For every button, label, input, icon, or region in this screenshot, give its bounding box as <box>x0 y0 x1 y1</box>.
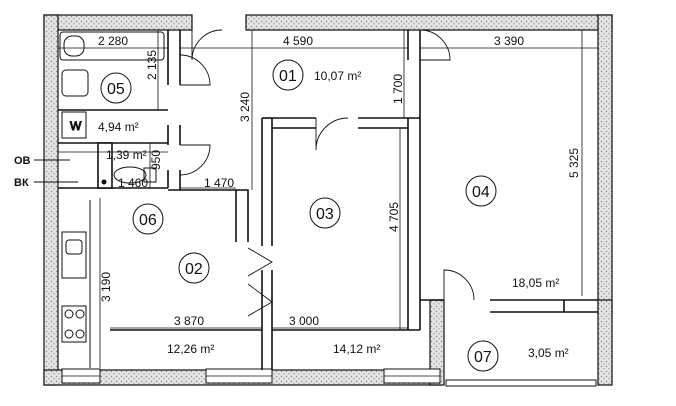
room-markers <box>100 59 499 372</box>
room-06-area: 1,39 m² <box>106 148 147 162</box>
dim-room03-vert: 4 705 <box>387 202 401 232</box>
dim-bath-top: 2 280 <box>98 34 128 48</box>
label-vk: ВК <box>14 177 29 189</box>
dim-room03-width: 3 000 <box>289 314 319 328</box>
room-05-marker <box>100 72 132 104</box>
room-05-area: 4,94 m² <box>98 120 139 134</box>
exterior-walls <box>43 14 613 386</box>
wall-top-left <box>43 14 193 31</box>
room-01-marker <box>272 59 304 91</box>
room-03-number: 03 <box>316 206 334 223</box>
dimension-lines <box>58 30 598 368</box>
side-labels: ОВ ВК <box>14 155 78 189</box>
stove <box>61 305 87 343</box>
doors <box>179 29 475 317</box>
interior-walls <box>58 30 598 370</box>
room-06-number: 06 <box>139 212 157 229</box>
kitchen-sink <box>61 231 87 279</box>
room-02-area: 12,26 m² <box>167 342 214 356</box>
toilet <box>113 166 147 184</box>
bathtub <box>59 31 165 61</box>
room-07-number: 07 <box>474 349 492 366</box>
dim-wc-side: 950 <box>149 150 163 170</box>
room-07-area: 3,05 m² <box>528 346 569 360</box>
wall-left <box>43 14 59 386</box>
dim-room04-top: 3 390 <box>494 34 524 48</box>
dim-bath-side: 2 135 <box>145 50 159 80</box>
room-05-number: 05 <box>107 81 125 98</box>
room-06-marker <box>132 203 164 235</box>
room-02-number: 02 <box>185 261 203 278</box>
washing-machine <box>61 111 87 139</box>
room-03-marker <box>309 197 341 229</box>
dim-hall-vert: 1 700 <box>391 74 405 104</box>
sink <box>61 69 89 97</box>
room-03-area: 14,12 m² <box>333 342 380 356</box>
dim-wc-width: 1 460 <box>118 176 148 190</box>
dim-kitchen-vert: 3 190 <box>99 272 113 302</box>
dim-room04-vert: 5 325 <box>567 148 581 178</box>
room-04-area: 18,05 m² <box>512 276 559 290</box>
room-04-number: 04 <box>472 184 490 201</box>
fixtures: W <box>59 31 165 368</box>
room-07-marker <box>467 340 499 372</box>
wall-right <box>597 14 613 316</box>
room-02-marker <box>178 252 210 284</box>
wall-right-lower <box>597 299 613 386</box>
dim-corridor-width: 1 470 <box>204 176 234 190</box>
washer-label: W <box>70 119 82 133</box>
room-01-number: 01 <box>279 68 297 85</box>
dim-hall-top: 4 590 <box>283 34 313 48</box>
room-04-marker <box>465 175 497 207</box>
dim-hall-side: 3 240 <box>238 92 252 122</box>
label-ov: ОВ <box>14 155 31 167</box>
wall-top-right <box>245 14 613 31</box>
dim-kitchen-width: 3 870 <box>174 314 204 328</box>
window-balcony <box>445 379 597 387</box>
room-01-area: 10,07 m² <box>314 69 361 83</box>
